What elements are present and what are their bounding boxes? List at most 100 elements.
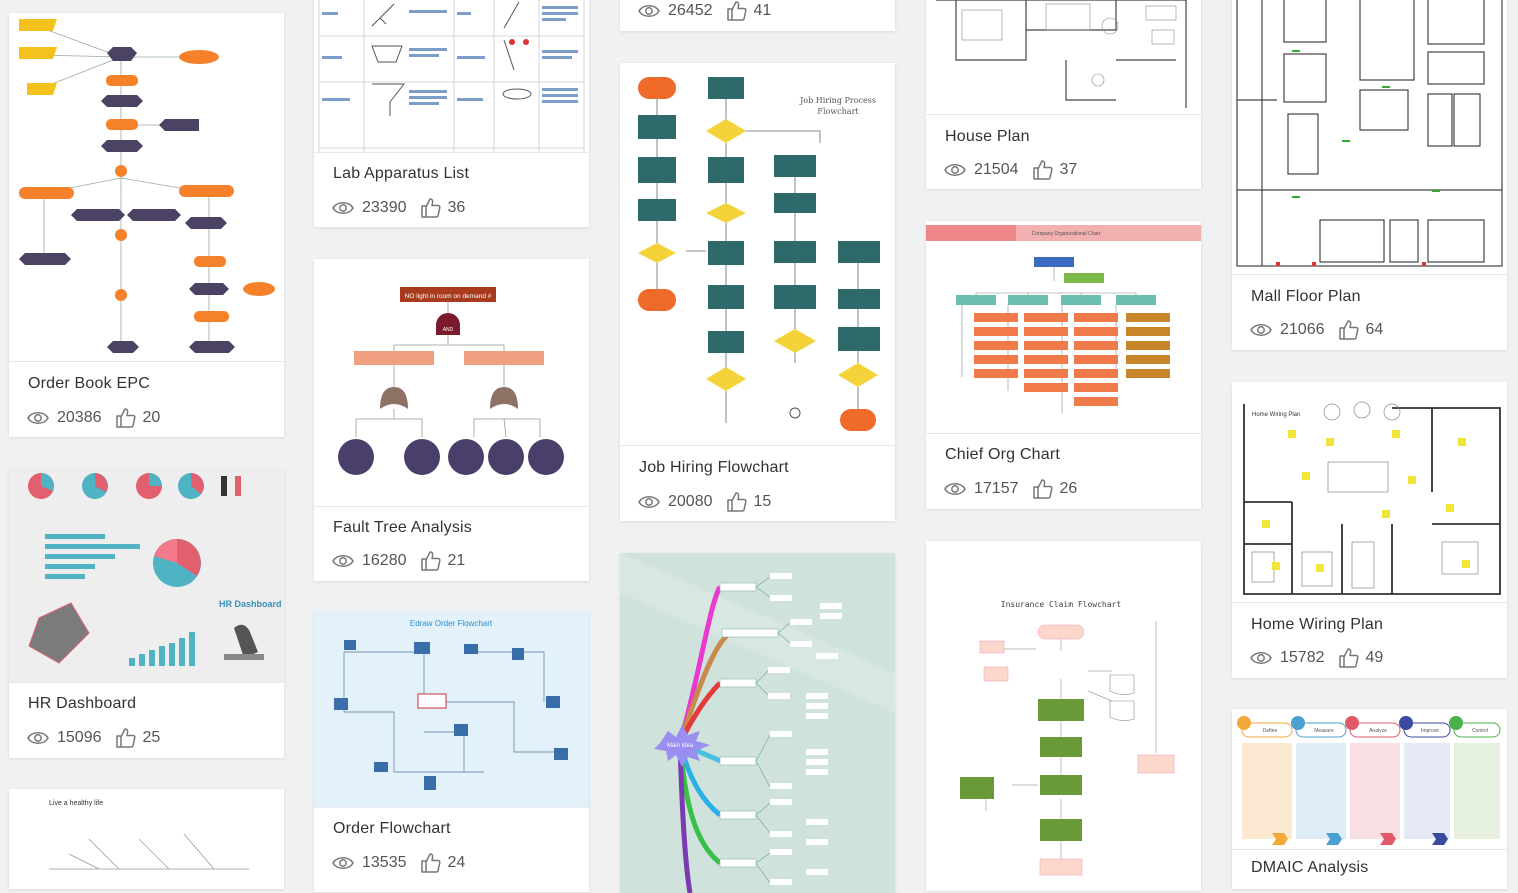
thumbnail-mall-floor-plan[interactable] <box>1232 0 1507 275</box>
thumbnail-image <box>9 13 284 361</box>
template-stats: 13535 24 <box>331 852 477 874</box>
eye-icon <box>637 0 661 22</box>
thumbnail-insurance-claim[interactable]: Insurance Claim Flowchart <box>926 541 1201 891</box>
template-card-col3-top[interactable]: 26452 41 <box>620 0 895 31</box>
template-card-insurance-claim[interactable]: Insurance Claim Flowchart <box>926 541 1201 891</box>
dmaic-step-control: Control <box>1472 728 1488 734</box>
thumbnail-order-flowchart[interactable]: Edraw Order Flowchart <box>314 612 589 808</box>
thumbs-up-icon[interactable] <box>725 0 747 22</box>
template-card-mind-map[interactable]: Main Idea <box>620 553 895 893</box>
thumbnail-image: NO light in room on demand # AND <box>314 259 589 506</box>
template-card-home-wiring-plan[interactable]: Home Wiring Plan Home Wiring Plan 15782 … <box>1232 382 1507 678</box>
thumbs-up-icon[interactable] <box>419 550 441 572</box>
thumbs-up-icon[interactable] <box>1337 647 1359 669</box>
thumbs-up-icon[interactable] <box>419 852 441 874</box>
view-count: 20386 <box>57 409 102 426</box>
dmaic-step-measure: Measure <box>1314 728 1334 734</box>
thumbnail-image <box>1232 0 1507 274</box>
thumbs-up-icon[interactable] <box>419 197 441 219</box>
view-count: 23390 <box>362 199 407 216</box>
like-count: 64 <box>1365 321 1384 338</box>
template-title[interactable]: Home Wiring Plan <box>1251 616 1384 633</box>
template-card-chief-org-chart[interactable]: Company Organizational Chart Chief Org C… <box>926 221 1201 509</box>
template-card-lab-apparatus-list[interactable]: Lab Apparatus List 23390 36 <box>314 0 589 227</box>
thumbnail-image: Insurance Claim Flowchart <box>926 541 1201 891</box>
thumbs-up-icon[interactable] <box>1337 319 1359 341</box>
template-title[interactable]: House Plan <box>945 128 1030 145</box>
eye-icon <box>331 197 355 219</box>
like-count: 24 <box>447 854 466 871</box>
eye-icon <box>1249 647 1273 669</box>
dmaic-step-analyze: Analyze <box>1369 728 1387 734</box>
template-title[interactable]: HR Dashboard <box>28 695 137 712</box>
view-count: 21504 <box>974 161 1019 178</box>
eye-icon <box>26 407 50 429</box>
thumbnail-image: Edraw Order Flowchart <box>314 612 589 807</box>
thumbnail-image: Define Measure Analyze Improve Control <box>1232 709 1507 849</box>
insurance-heading: Insurance Claim Flowchart <box>1001 600 1122 609</box>
template-stats: 21504 37 <box>943 159 1089 181</box>
thumbnail-job-hiring-flowchart[interactable]: Job Hiring Process Flowchart <box>620 63 895 446</box>
thumbs-up-icon[interactable] <box>725 491 747 513</box>
like-count: 25 <box>142 729 161 746</box>
thumbnail-fault-tree-analysis[interactable]: NO light in room on demand # AND <box>314 259 589 507</box>
view-count: 15782 <box>1280 649 1325 666</box>
thumbnail-image: Main Idea <box>620 553 895 893</box>
template-stats: 20080 15 <box>637 491 783 513</box>
thumbnail-image: Live a healthy life <box>9 789 284 889</box>
eye-icon <box>637 491 661 513</box>
template-stats: 23390 36 <box>331 197 477 219</box>
template-title[interactable]: DMAIC Analysis <box>1251 859 1369 876</box>
template-card-healthy-life[interactable]: Live a healthy life <box>9 789 284 889</box>
thumbs-up-icon[interactable] <box>114 727 136 749</box>
thumbnail-healthy-life[interactable]: Live a healthy life <box>9 789 284 889</box>
view-count: 21066 <box>1280 321 1325 338</box>
template-stats: 21066 64 <box>1249 319 1395 341</box>
fault-top-event: NO light in room on demand # <box>405 293 492 300</box>
template-card-job-hiring-flowchart[interactable]: Job Hiring Process Flowchart <box>620 63 895 521</box>
thumbs-up-icon[interactable] <box>1031 159 1053 181</box>
template-title[interactable]: Job Hiring Flowchart <box>639 459 789 476</box>
template-card-hr-dashboard[interactable]: HR Dashboard HR Dashboard 15096 25 <box>9 468 284 758</box>
thumbnail-home-wiring-plan[interactable]: Home Wiring Plan <box>1232 382 1507 603</box>
eye-icon <box>943 159 967 181</box>
eye-icon <box>331 852 355 874</box>
like-count: 37 <box>1059 161 1078 178</box>
template-card-dmaic-analysis[interactable]: Define Measure Analyze Improve Control D… <box>1232 709 1507 889</box>
like-count: 49 <box>1365 649 1384 666</box>
thumbnail-image: HR Dashboard <box>9 468 284 682</box>
eye-icon <box>943 478 967 500</box>
thumbnail-mind-map[interactable]: Main Idea <box>620 553 895 893</box>
view-count: 16280 <box>362 552 407 569</box>
thumbs-up-icon[interactable] <box>114 407 136 429</box>
view-count: 26452 <box>668 2 713 19</box>
template-stats: 16280 21 <box>331 550 477 572</box>
template-title[interactable]: Chief Org Chart <box>945 446 1061 463</box>
fault-and-gate: AND <box>443 327 454 333</box>
healthy-heading: Live a healthy life <box>49 800 103 807</box>
template-title[interactable]: Mall Floor Plan <box>1251 288 1361 305</box>
thumbnail-house-plan[interactable] <box>926 0 1201 115</box>
thumbnail-order-book-epc[interactable] <box>9 13 284 362</box>
dmaic-step-improve: Improve <box>1421 728 1439 734</box>
template-stats: 15096 25 <box>26 727 172 749</box>
thumbnail-lab-apparatus-list[interactable] <box>314 0 589 153</box>
thumbs-up-icon[interactable] <box>1031 478 1053 500</box>
template-card-order-book-epc[interactable]: Order Book EPC 20386 20 <box>9 13 284 437</box>
template-card-mall-floor-plan[interactable]: Mall Floor Plan 21066 64 <box>1232 0 1507 350</box>
view-count: 15096 <box>57 729 102 746</box>
template-title[interactable]: Order Book EPC <box>28 375 150 392</box>
job-hiring-heading-line1: Job Hiring Process <box>799 96 876 105</box>
thumbnail-hr-dashboard[interactable]: HR Dashboard <box>9 468 284 683</box>
template-title[interactable]: Lab Apparatus List <box>333 165 470 182</box>
thumbnail-dmaic-analysis[interactable]: Define Measure Analyze Improve Control <box>1232 709 1507 850</box>
thumbnail-image: Company Organizational Chart <box>926 221 1201 433</box>
thumbnail-chief-org-chart[interactable]: Company Organizational Chart <box>926 221 1201 434</box>
order-flowchart-heading: Edraw Order Flowchart <box>410 619 493 628</box>
template-card-house-plan[interactable]: House Plan 21504 37 <box>926 0 1201 189</box>
template-card-order-flowchart[interactable]: Edraw Order Flowchart Order Flowchart 13… <box>314 612 589 892</box>
template-title[interactable]: Order Flowchart <box>333 820 451 837</box>
template-card-fault-tree-analysis[interactable]: NO light in room on demand # AND Fault T… <box>314 259 589 581</box>
like-count: 21 <box>447 552 466 569</box>
template-title[interactable]: Fault Tree Analysis <box>333 519 472 536</box>
